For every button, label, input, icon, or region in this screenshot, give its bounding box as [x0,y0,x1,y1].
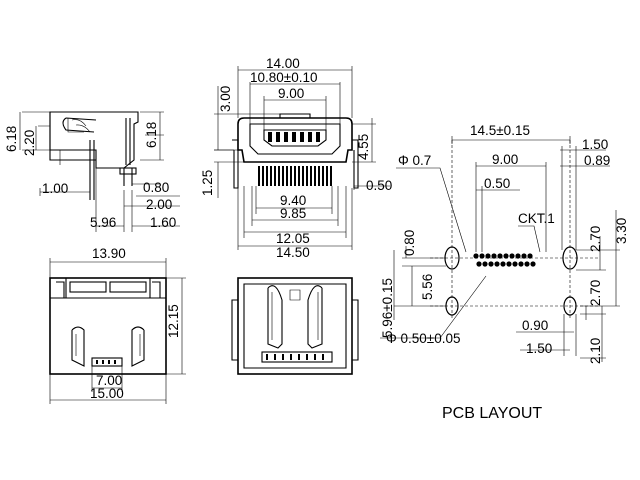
side-dim-tail-length: 1.60 [150,215,176,230]
pcb-dim-small-slot-bottom: 2.10 [588,338,603,364]
front-dim-inner-leg-span: 12.05 [276,231,310,246]
front-dim-overall-width: 14.00 [266,56,300,71]
side-dim-right-height: 6.18 [144,122,159,148]
pcb-dim-pad-span: 9.00 [492,152,518,167]
bottom-dim-overall-width: 15.00 [90,386,124,401]
front-view: 14.00 10.80±0.10 9.00 3.00 4.55 1.25 0.5… [200,56,392,260]
pcb-dim-slot-height: 3.30 [614,218,629,244]
side-dim-body-depth: 5.96 [90,215,116,230]
front-dim-pin-span: 9.40 [280,193,306,208]
pcb-dim-small-slot-offset: 1.50 [526,341,552,356]
front-dim-pin-row-width: 9.85 [280,206,306,221]
pcb-dim-small-slot-height: 2.70 [588,280,603,306]
side-view: 6.18 2.20 6.18 1.00 0.80 2.00 5.96 1.60 [4,111,180,232]
rear-view [231,277,359,375]
bottom-view: 13.90 12.15 7.00 15.00 [49,246,186,404]
front-dim-outer-leg-span: 14.50 [276,245,310,260]
pcb-label-circuit-1: CKT.1 [518,211,555,226]
bottom-dim-top-width: 13.90 [92,246,126,261]
side-dim-lower-height: 2.20 [22,130,37,156]
pcb-dim-small-hole-diameter: Φ 0.50±0.05 [386,331,460,346]
pcb-dim-pad-row-gap: 0.80 [402,230,417,256]
pcb-dim-hole-span: 14.5±0.15 [470,123,530,138]
pcb-dim-hole-vertical: 5.56 [420,274,435,300]
pcb-dim-right-offset: 1.50 [582,137,608,152]
front-dim-tongue-width: 9.00 [278,86,304,101]
bottom-dim-height: 12.15 [166,304,181,338]
pcb-dim-pad-pitch: 0.50 [484,176,510,191]
pcb-dim-hole-diameter: Φ 0.7 [398,153,431,168]
pcb-dim-slot-offset: 2.70 [588,226,603,252]
front-dim-top-height: 3.00 [218,86,233,112]
front-dim-pin-pitch: 0.50 [366,178,392,193]
side-dim-overall-height: 6.18 [4,126,19,152]
bottom-dim-inner-width: 7.00 [96,373,122,388]
front-dim-opening-width: 10.80±0.10 [250,70,317,85]
side-dim-pin-depth: 2.00 [146,197,172,212]
pcb-dim-small-slot-width: 0.90 [522,318,548,333]
pcb-dim-vertical-pitch: 5.96±0.15 [380,278,395,338]
front-dim-standoff-height: 1.25 [200,170,215,196]
side-dim-pin-width: 0.80 [143,180,169,195]
side-dim-leg-offset: 1.00 [42,181,68,196]
pcb-dim-hole-width: 0.89 [584,153,610,168]
front-dim-body-height: 4.55 [356,134,371,160]
pcb-layout: 14.5±0.15 1.50 0.89 Φ 0.7 9.00 0.50 CKT.… [380,123,629,422]
pcb-layout-title: PCB LAYOUT [442,405,542,422]
pcb-smd-pads [473,253,536,267]
